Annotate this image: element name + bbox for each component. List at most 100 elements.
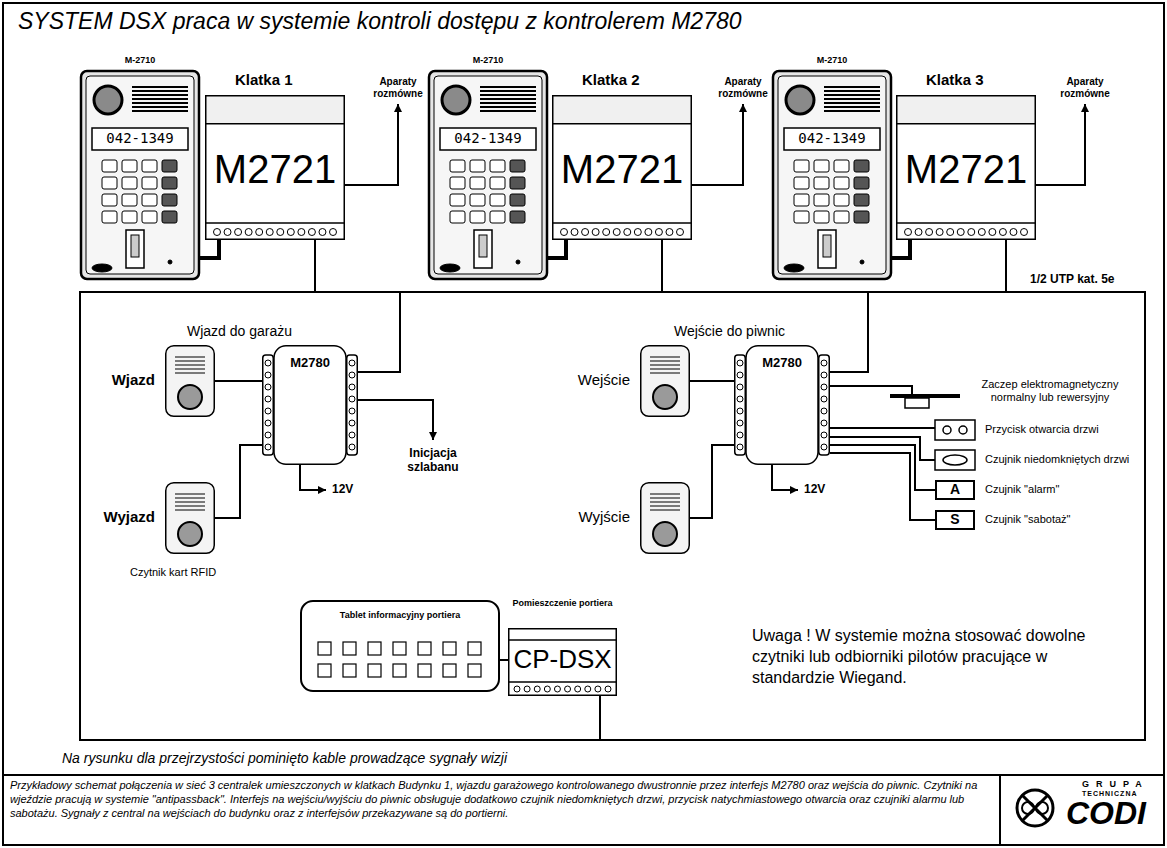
sensor-box: S xyxy=(935,510,975,530)
rfid-reader: Wejście xyxy=(640,345,690,417)
connector xyxy=(215,445,262,518)
intercom-arrow xyxy=(1036,104,1085,185)
node-heading: M-2710 xyxy=(80,55,200,66)
node-heading: Klatka 2 xyxy=(582,71,640,89)
logo-symbol xyxy=(1017,790,1053,826)
node-text: Wjazd xyxy=(112,371,155,389)
sensor-label: Czujnik "alarm" xyxy=(985,483,1059,496)
bus-label: 1/2 UTP kat. 5e xyxy=(1030,272,1115,286)
connector xyxy=(892,240,910,258)
rfid-reader: Wyjazd xyxy=(165,482,215,554)
node-heading: Wjazd do garażu xyxy=(187,323,292,340)
logo-text: GRUPA xyxy=(1082,779,1149,790)
door-sensor-oval xyxy=(943,455,967,465)
intercom-label: Aparaty rozmówne xyxy=(370,76,426,100)
node-heading: Wejście do piwnic xyxy=(674,323,785,340)
door-sensor-symbol xyxy=(935,450,975,470)
intercom-arrow xyxy=(345,104,398,185)
utp-bus xyxy=(80,292,1145,740)
intercom-unit: Klatka 1M2721 xyxy=(205,95,345,240)
info-tablet: Tablet informacyjny portiera xyxy=(300,600,500,692)
node-text: CP-DSX xyxy=(513,644,611,675)
node-text: M2780 xyxy=(290,355,330,371)
bus-stub xyxy=(314,240,316,292)
door-panel-outline xyxy=(80,70,200,280)
node-text: M2721 xyxy=(561,145,683,193)
diagram-caption: Przykładowy schemat połączenia w sieć 3 … xyxy=(10,779,990,820)
logo-text: CODI xyxy=(1066,797,1146,829)
lock-wire xyxy=(830,386,912,394)
node-text: S xyxy=(950,511,959,528)
node-heading: Klatka 1 xyxy=(235,71,293,89)
connector xyxy=(548,240,566,258)
button-label: Przycisk otwarcia drzwi xyxy=(985,423,1099,436)
bus-stub xyxy=(358,292,400,372)
bus-stub xyxy=(599,696,601,740)
node-heading: Klatka 3 xyxy=(926,71,984,89)
diagram-title: SYSTEM DSX praca w systemie kontroli dos… xyxy=(18,8,742,36)
door-panel: M-2710042-1349 xyxy=(772,70,892,280)
rfid-reader: Wjazd xyxy=(165,345,215,417)
intercom-label: Aparaty rozmówne xyxy=(1057,76,1113,100)
connector xyxy=(830,445,935,490)
button-symbol xyxy=(935,420,975,440)
button-dot xyxy=(959,426,967,434)
note: Uwaga ! W systemie można stosować dowoln… xyxy=(752,626,1112,688)
door-panel-outline xyxy=(772,70,892,280)
connector xyxy=(830,453,935,520)
intercom-unit: Klatka 3M2721 xyxy=(896,95,1036,240)
connector xyxy=(690,445,734,518)
barrier-arrow xyxy=(358,400,433,440)
button-wire xyxy=(830,427,935,429)
lock-label: Zaczep elektromagnetyczny normalny lub r… xyxy=(965,378,1135,404)
door-panel-outline xyxy=(428,70,548,280)
rfid-reader: Wyjście xyxy=(640,482,690,554)
node-text: Wyjście xyxy=(578,508,630,526)
door-panel: M-2710042-1349 xyxy=(428,70,548,280)
power-label: 12V xyxy=(332,482,353,496)
connector xyxy=(500,659,508,661)
button-dot xyxy=(943,426,951,434)
bus-stub xyxy=(661,240,663,292)
connector xyxy=(690,380,734,382)
outer-frame xyxy=(3,3,1164,845)
reader-caption: Czytnik kart RFID xyxy=(130,566,216,579)
node-text: M2721 xyxy=(905,145,1027,193)
node-text: 042-1349 xyxy=(454,130,521,147)
power-label: 12V xyxy=(804,482,825,496)
barrier-label: Inicjacja szlabanu xyxy=(393,446,473,475)
node-text: Wyjazd xyxy=(104,508,155,526)
node-heading: M-2710 xyxy=(772,55,892,66)
access-controller: Wjazd do garażuM2780 xyxy=(262,345,358,465)
footer-rule xyxy=(3,774,1164,776)
node-text: M2721 xyxy=(214,145,336,193)
rfid-reader-outline xyxy=(165,345,215,417)
bus-stub xyxy=(830,292,868,372)
rfid-reader-outline xyxy=(640,482,690,554)
intercom-unit: Klatka 2M2721 xyxy=(552,95,692,240)
connector xyxy=(215,380,262,382)
power-arrow xyxy=(772,465,798,490)
sensor-box: A xyxy=(935,480,975,500)
rfid-reader-outline xyxy=(165,482,215,554)
node-heading: M-2710 xyxy=(428,55,548,66)
sensor-label: Czujnik "sabotaż" xyxy=(985,513,1070,526)
door-panel: M-2710042-1349 xyxy=(80,70,200,280)
node-text: Wejście xyxy=(578,371,630,389)
node-text: A xyxy=(950,481,960,498)
access-controller: Wejście do piwnicM2780 xyxy=(734,345,830,465)
note: Na rysunku dla przejrzystości pominięto … xyxy=(62,750,507,767)
logo-divider xyxy=(999,775,1001,845)
bus-stub xyxy=(1005,240,1007,292)
lock-armature xyxy=(905,398,929,408)
node-text: 042-1349 xyxy=(106,130,173,147)
intercom-label: Aparaty rozmówne xyxy=(715,76,771,100)
power-arrow xyxy=(300,465,326,490)
intercom-arrow xyxy=(692,104,743,185)
sensor-wire xyxy=(830,437,935,460)
node-heading: Pomieszczenie portiera xyxy=(508,598,617,609)
node-text: 042-1349 xyxy=(798,130,865,147)
rfid-reader-outline xyxy=(640,345,690,417)
connector xyxy=(200,240,219,258)
